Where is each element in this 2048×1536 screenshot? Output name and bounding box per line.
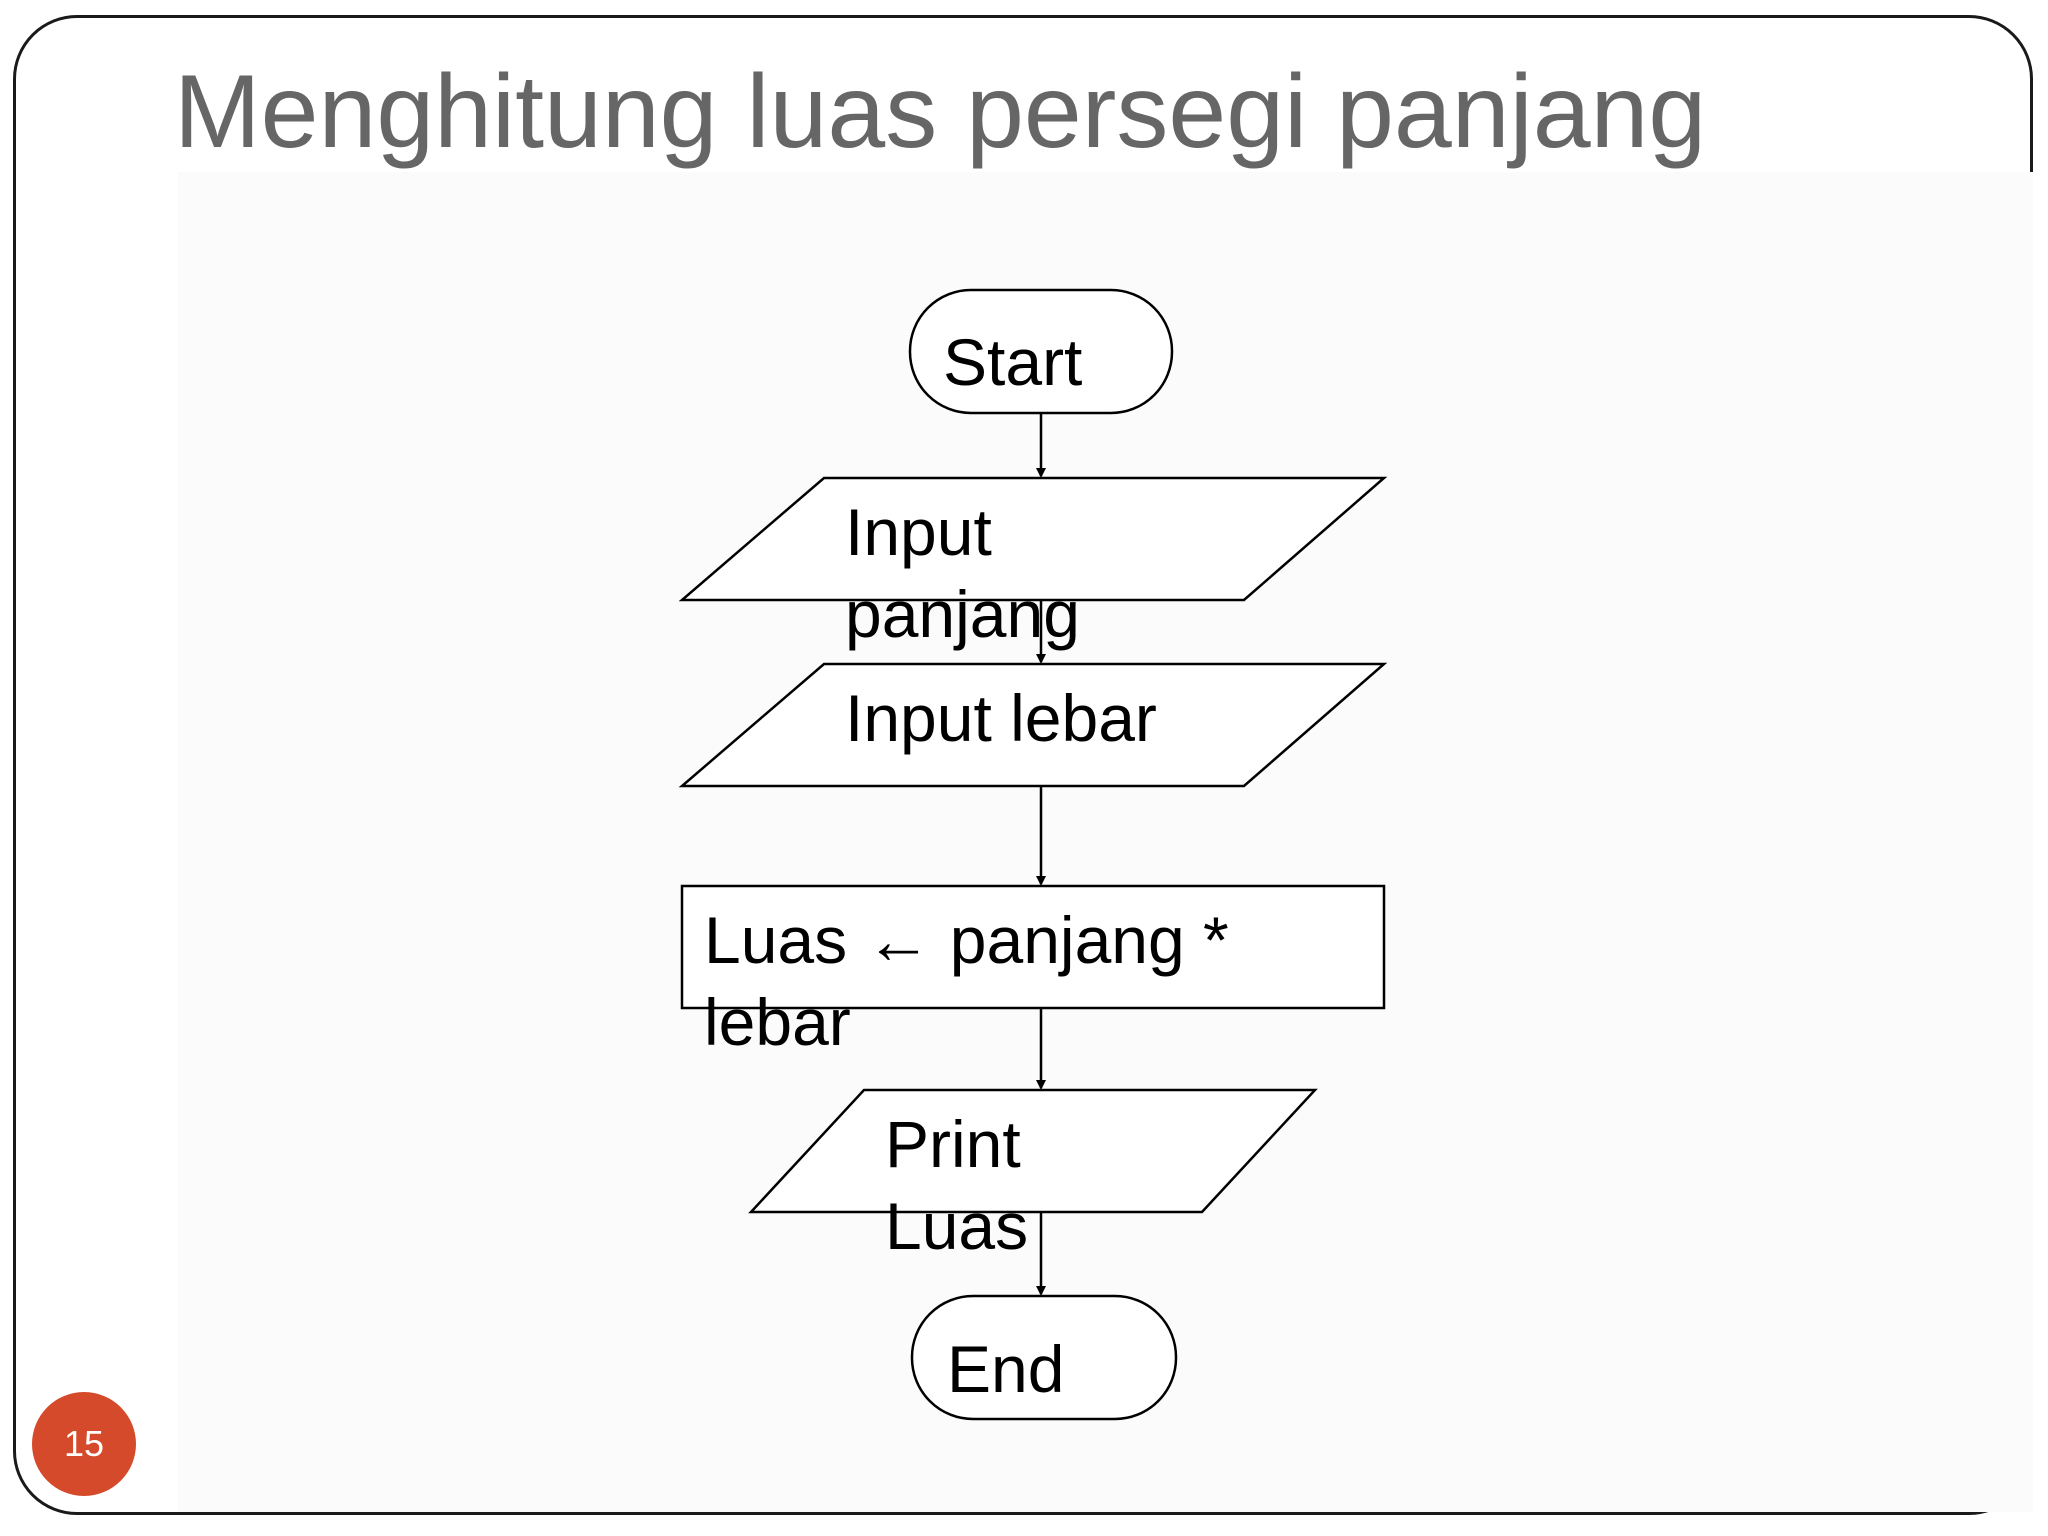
start-terminal: Start <box>908 288 1174 415</box>
output-label-line-2: Luas <box>885 1189 1028 1263</box>
output-label-line-1: Print <box>885 1107 1021 1181</box>
end-terminal-shape <box>910 1294 1178 1421</box>
input-panjang-shape <box>678 476 1388 602</box>
output-shape <box>748 1088 1318 1214</box>
start-label: Start <box>943 325 1082 399</box>
input-panjang-label-line-1: Input <box>845 495 992 569</box>
end-terminal: End <box>910 1294 1178 1421</box>
start-terminal-shape <box>908 288 1174 415</box>
end-label: End <box>947 1332 1064 1406</box>
process-label-line-2: lebar <box>704 985 851 1059</box>
input-panjang-label-line-2: panjang <box>845 577 1080 651</box>
slide-title: Menghitung luas persegi panjang <box>174 54 1707 170</box>
page-number-badge: 15 <box>32 1392 136 1496</box>
input-lebar-shape <box>678 662 1388 788</box>
input-lebar-label: Input lebar <box>845 681 1157 755</box>
process-label-line-1: Luas ← panjang * <box>704 903 1229 977</box>
output-node: Print Luas <box>748 1088 1318 1263</box>
process-node: Luas ← panjang * lebar <box>680 884 1386 1059</box>
input-lebar-node: Input lebar <box>678 662 1388 788</box>
input-panjang-node: Input panjang <box>678 476 1388 651</box>
process-shape <box>680 884 1386 1010</box>
